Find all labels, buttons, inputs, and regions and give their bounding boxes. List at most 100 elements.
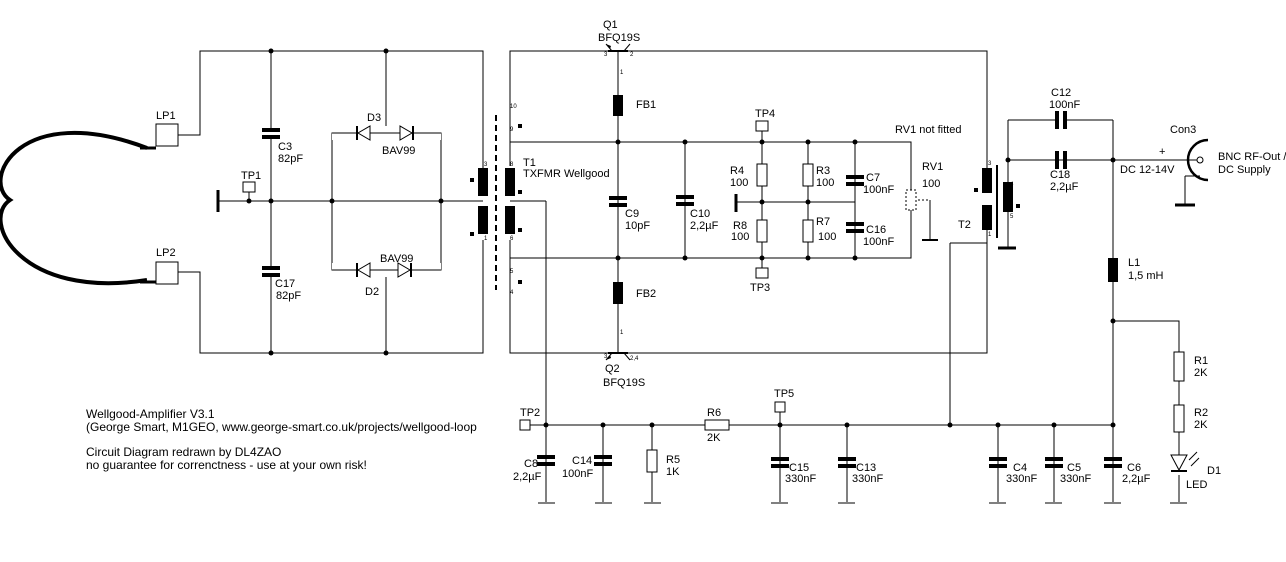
tp5-testpoint [774, 401, 786, 413]
r1-label: R1 [1194, 355, 1208, 367]
c13-label: C13 [856, 462, 876, 474]
title-line-4: no guarantee for correnctness - use at y… [86, 458, 367, 472]
pin-number: 2 [630, 52, 634, 58]
c18-value: 2,2µF [1050, 181, 1079, 193]
con3-bnc-connector [1185, 138, 1209, 182]
r1-resistor [1173, 351, 1185, 382]
q1-label: Q1 [603, 19, 618, 31]
lp1-label: LP1 [156, 110, 176, 122]
d3-diode-pair [332, 125, 441, 141]
tp2-label: TP2 [520, 407, 540, 419]
c18-label: C18 [1050, 169, 1070, 181]
c15-value: 330nF [785, 473, 816, 485]
l1-value: 1,5 mH [1128, 270, 1164, 282]
pin-number: 3 [988, 161, 992, 167]
r6-resistor [704, 419, 730, 431]
pin-number: 5 [1010, 214, 1014, 220]
r4-label: R4 [730, 165, 744, 177]
c5-value: 330nF [1060, 473, 1091, 485]
d3-value: BAV99 [382, 145, 415, 157]
wires [0, 50, 1195, 502]
c9-capacitor [609, 196, 627, 207]
t1-value: TXFMR Wellgood [523, 168, 610, 180]
pin-number: 3 [604, 52, 608, 58]
tp2-testpoint [519, 419, 531, 431]
r5-label: R5 [666, 454, 680, 466]
c17-capacitor [262, 266, 280, 277]
c16-capacitor [846, 222, 864, 233]
junction-dots [246, 48, 1116, 428]
lp1-terminal [155, 123, 179, 147]
c7-label: C7 [866, 172, 880, 184]
tp1-testpoint [242, 181, 256, 193]
dc-plus: + [1159, 146, 1165, 158]
r3-resistor [802, 163, 814, 187]
bottom-capacitors [537, 455, 1122, 468]
r6-value: 2K [707, 432, 721, 444]
c7-value: 100nF [863, 184, 894, 196]
pin-number: 1 [484, 236, 488, 242]
lp2-terminal [155, 261, 179, 285]
tp5-label: TP5 [774, 388, 794, 400]
con3-value-1: BNC RF-Out / [1218, 151, 1286, 163]
t2-label: T2 [958, 219, 971, 231]
c12-value: 100nF [1049, 99, 1080, 111]
r8-resistor [756, 219, 768, 243]
r4-resistor [756, 163, 768, 187]
c7-capacitor [846, 175, 864, 186]
title-line-2: (George Smart, M1GEO, www.george-smart.c… [86, 420, 477, 434]
d2-label: D2 [365, 286, 379, 298]
c16-value: 100nF [863, 236, 894, 248]
c8-label: C8 [524, 458, 538, 470]
r5-resistor [646, 449, 658, 473]
d1-label: D1 [1207, 465, 1221, 477]
c12-label: C12 [1051, 87, 1071, 99]
c3-value: 82pF [278, 153, 303, 165]
c8-value: 2,2µF [513, 471, 542, 483]
pin-number: 5 [510, 269, 514, 275]
c10-capacitor [676, 195, 694, 206]
tp4-testpoint [755, 120, 769, 132]
con3-label: Con3 [1170, 124, 1196, 136]
fb2-ferrite-bead [613, 282, 623, 304]
r8-value: 100 [731, 231, 749, 243]
l1-inductor [1108, 258, 1118, 282]
t2-transformer [974, 165, 1020, 238]
lp2-label: LP2 [156, 247, 176, 259]
pin-number: 1 [620, 330, 624, 336]
pin-number: 3 [484, 162, 488, 168]
q2-label: Q2 [605, 363, 620, 375]
c6-label: C6 [1127, 462, 1141, 474]
t1-transformer [470, 115, 522, 290]
c6-value: 2,2µF [1122, 473, 1151, 485]
c16-label: C16 [866, 224, 886, 236]
c9-label: C9 [625, 208, 639, 220]
c14-label: C14 [572, 455, 592, 467]
pin-number: 10 [510, 104, 517, 110]
c4-value: 330nF [1006, 473, 1037, 485]
c9-value: 10pF [625, 220, 650, 232]
c3-capacitor [262, 128, 280, 139]
rv1-value: 100 [922, 178, 940, 190]
c10-value: 2,2µF [690, 220, 719, 232]
fb2-label: FB2 [636, 288, 656, 300]
r7-label: R7 [816, 216, 830, 228]
l1-label: L1 [1128, 257, 1140, 269]
r3-label: R3 [816, 165, 830, 177]
d1-value: LED [1186, 479, 1207, 491]
tp3-testpoint [755, 267, 769, 279]
d3-label: D3 [367, 112, 381, 124]
pin-number: 2,4 [630, 356, 639, 362]
r8-label: R8 [733, 220, 747, 232]
q1-transistor [605, 43, 631, 55]
r2-resistor [1173, 404, 1185, 433]
fb1-label: FB1 [636, 99, 656, 111]
c15-label: C15 [789, 462, 809, 474]
con3-value-2: DC Supply [1218, 164, 1271, 176]
pin-number: 3 [604, 354, 608, 360]
c17-value: 82pF [276, 290, 301, 302]
r1-value: 2K [1194, 367, 1208, 379]
d2-diode-pair [332, 262, 441, 278]
c4-label: C4 [1013, 462, 1027, 474]
